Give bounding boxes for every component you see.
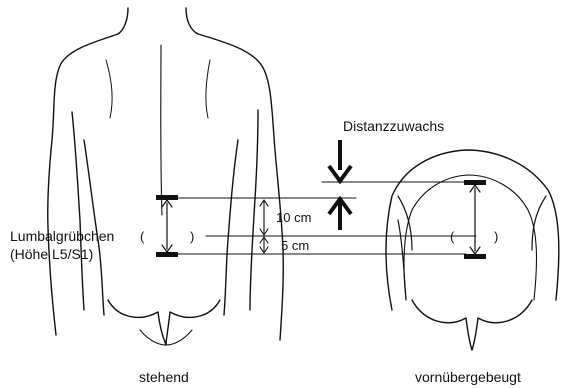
svg-text:): ) [494, 229, 498, 244]
reference-lines [178, 182, 476, 254]
svg-text:): ) [190, 229, 194, 244]
svg-text:(: ( [140, 229, 145, 244]
standing-measurement-marker [156, 195, 178, 257]
standing-back-figure [48, 8, 284, 345]
label-bent-forward: vornübergebeugt [415, 369, 521, 385]
label-lumbar-dimples: Lumbalgrübchen [10, 228, 114, 244]
ten-cm-measure [260, 200, 268, 235]
label-distance-increase: Distanzzuwachs [343, 118, 444, 134]
five-cm-measure [260, 237, 268, 253]
label-lumbar-level: (Höhe L5/S1) [10, 246, 93, 262]
bent-measurement-marker [464, 180, 486, 259]
label-standing: stehend [139, 369, 189, 385]
distance-increase-arrows [329, 140, 351, 230]
label-ten-cm: 10 cm [276, 210, 311, 225]
label-five-cm: 5 cm [281, 238, 309, 253]
